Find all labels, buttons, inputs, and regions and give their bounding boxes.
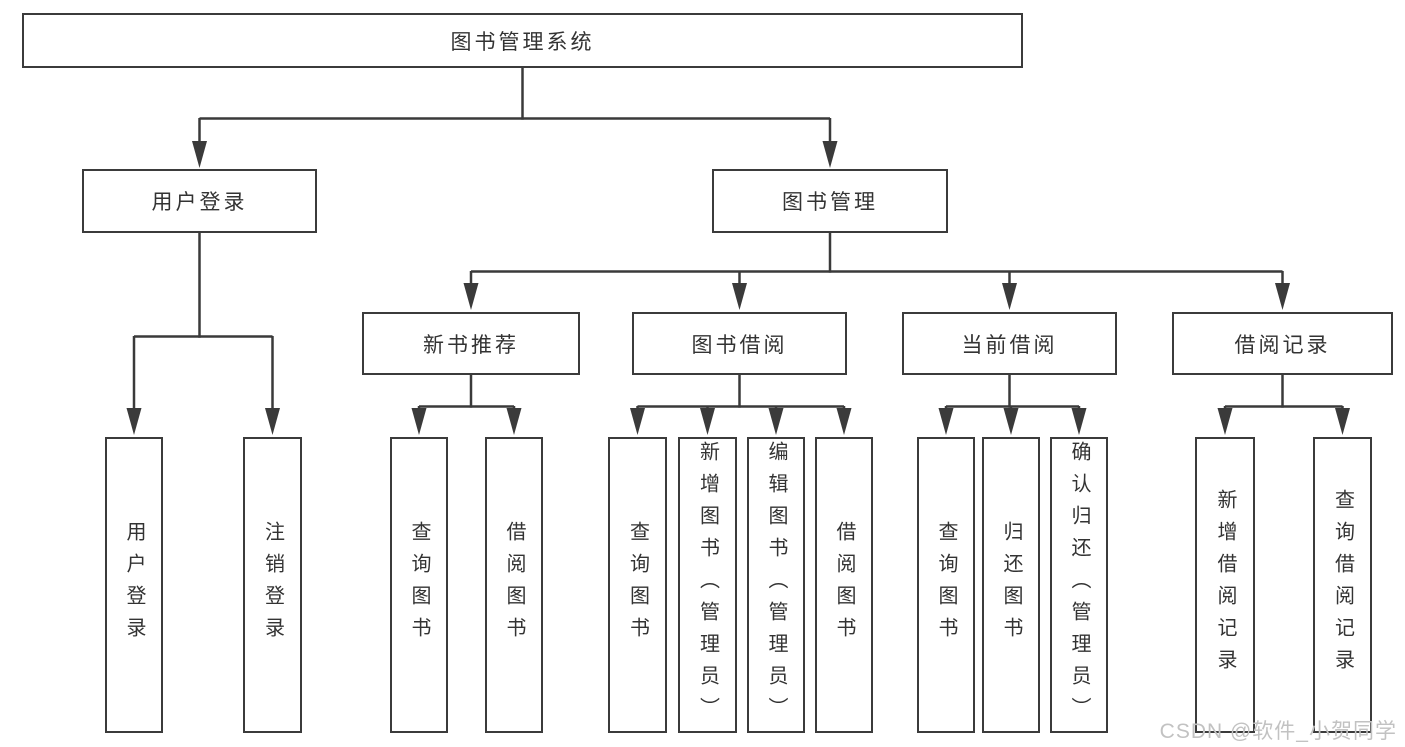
leaf-add-borrow-record-label: 新增借阅记录 [1214,489,1236,681]
leaf-user-login: 用户登录 [105,437,163,733]
node-book-management-label: 图书管理 [782,191,878,214]
leaf-return-books: 归还图书 [982,437,1040,733]
leaf-return-books-label: 归还图书 [1000,521,1022,649]
leaf-borrow-books-recommend: 借阅图书 [485,437,543,733]
leaf-add-borrow-record: 新增借阅记录 [1195,437,1255,733]
node-root-label: 图书管理系统 [450,30,595,54]
leaf-logout-label: 注销登录 [261,521,284,649]
leaf-borrow-books: 借阅图书 [815,437,873,733]
leaf-query-borrow-record-label: 查询借阅记录 [1331,489,1354,681]
node-current-borrow: 当前借阅 [902,312,1117,375]
node-borrow-record-label: 借阅记录 [1234,333,1331,357]
leaf-logout: 注销登录 [243,437,302,733]
leaf-query-books-current: 查询图书 [917,437,975,733]
leaf-edit-book-admin: 编辑图书（管理员） [747,437,805,733]
arrowhead-group [126,141,1350,435]
leaf-add-book-admin-label: 新增图书（管理员） [696,441,719,729]
node-user-login: 用户登录 [82,169,317,233]
leaf-user-login-label: 用户登录 [123,521,145,649]
node-user-login-label: 用户登录 [151,191,248,214]
leaf-borrow-books-recommend-label: 借阅图书 [503,521,525,649]
leaf-query-books-recommend: 查询图书 [390,437,448,733]
node-borrow-record: 借阅记录 [1172,312,1393,375]
node-book-management: 图书管理 [712,169,948,233]
node-book-borrow: 图书借阅 [632,312,847,375]
node-book-borrow-label: 图书借阅 [691,333,788,357]
leaf-query-books-recommend-label: 查询图书 [408,521,430,649]
node-new-book-recommend-label: 新书推荐 [423,333,519,357]
node-root-system: 图书管理系统 [22,13,1023,68]
leaf-borrow-books-label: 借阅图书 [833,521,855,649]
leaf-query-books-current-label: 查询图书 [935,521,957,649]
leaf-confirm-return-admin-label: 确认归还（管理员） [1068,441,1090,729]
leaf-query-books-borrow: 查询图书 [608,437,667,733]
node-new-book-recommend: 新书推荐 [362,312,580,375]
leaf-query-borrow-record: 查询借阅记录 [1313,437,1372,733]
leaf-confirm-return-admin: 确认归还（管理员） [1050,437,1108,733]
node-current-borrow-label: 当前借阅 [961,333,1058,357]
csdn-watermark: CSDN @软件_小贺同学 [1159,720,1397,743]
leaf-add-book-admin: 新增图书（管理员） [678,437,737,733]
leaf-edit-book-admin-label: 编辑图书（管理员） [765,441,787,729]
leaf-query-books-borrow-label: 查询图书 [626,521,649,649]
